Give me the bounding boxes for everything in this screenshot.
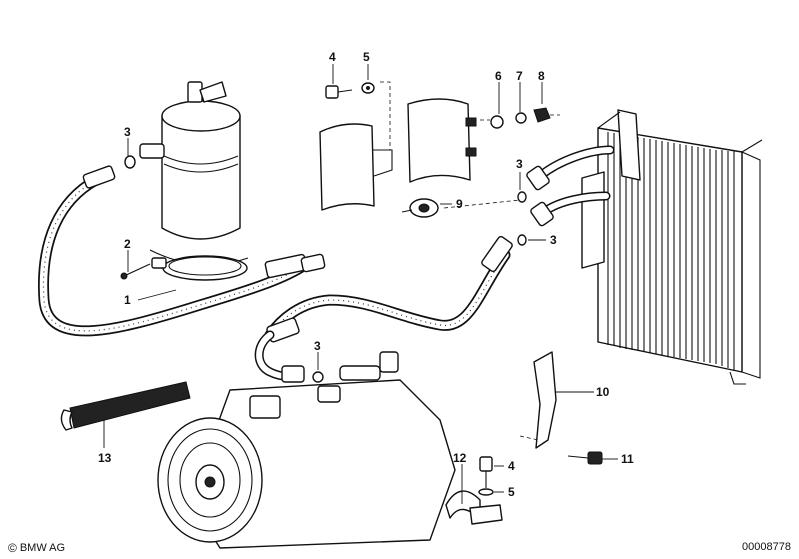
oring-3-compressor [312, 371, 324, 383]
callout-2: 2 [124, 237, 131, 251]
oring-3-cond-bottom [517, 234, 527, 246]
copyright-brand: © BMW AG [8, 541, 65, 555]
callout-4-top: 4 [329, 50, 336, 64]
callout-5-top: 5 [363, 50, 370, 64]
callout-10: 10 [596, 385, 610, 399]
mounting-ring [151, 255, 248, 281]
refrigerant-hose-2 [254, 235, 513, 383]
callout-1: 1 [124, 293, 131, 307]
hose-clip-12 [445, 490, 503, 525]
leader-lines [103, 64, 618, 504]
washer-5-bottom [478, 488, 494, 496]
heat-shield-right [407, 98, 477, 183]
callout-6: 6 [495, 69, 502, 83]
refrigerant-hose-1 [38, 165, 326, 337]
callout-3-compressor: 3 [314, 339, 321, 353]
callout-4-bottom: 4 [508, 459, 515, 473]
callout-9: 9 [456, 197, 463, 211]
brand-name: BMW AG [19, 542, 66, 554]
bracket-10 [533, 351, 557, 449]
oring-3-cond-top [517, 191, 527, 203]
edge-protector-13 [60, 381, 191, 431]
callout-12: 12 [453, 451, 467, 465]
grommet-9 [401, 198, 439, 218]
heat-shield-left [319, 123, 393, 211]
bolt-4-top [325, 85, 353, 99]
condenser-pipes [526, 145, 615, 227]
callout-13: 13 [98, 451, 112, 465]
ac-compressor [157, 351, 456, 549]
washer-5-top [361, 82, 375, 94]
oring-3-left [124, 155, 136, 169]
callout-8: 8 [538, 69, 545, 83]
bolt-11 [567, 451, 603, 465]
drawing-number: 00008778 [742, 541, 791, 553]
screw-2 [120, 263, 151, 280]
callouts: 4 5 6 7 8 3 3 3 3 9 2 1 10 11 12 13 4 5 [98, 50, 634, 499]
nut-8 [533, 107, 551, 123]
callout-11: 11 [621, 452, 634, 466]
callout-3-condenser-top: 3 [516, 157, 523, 171]
receiver-dryer [139, 81, 249, 266]
callout-7: 7 [516, 69, 523, 83]
bolt-4-bottom [479, 456, 493, 488]
callout-3-condenser-bottom: 3 [550, 233, 557, 247]
copyright-symbol: © [8, 541, 17, 555]
washer-7 [515, 112, 527, 124]
callout-5-bottom: 5 [508, 485, 515, 499]
washer-6 [490, 115, 504, 129]
callout-3-left: 3 [124, 125, 131, 139]
